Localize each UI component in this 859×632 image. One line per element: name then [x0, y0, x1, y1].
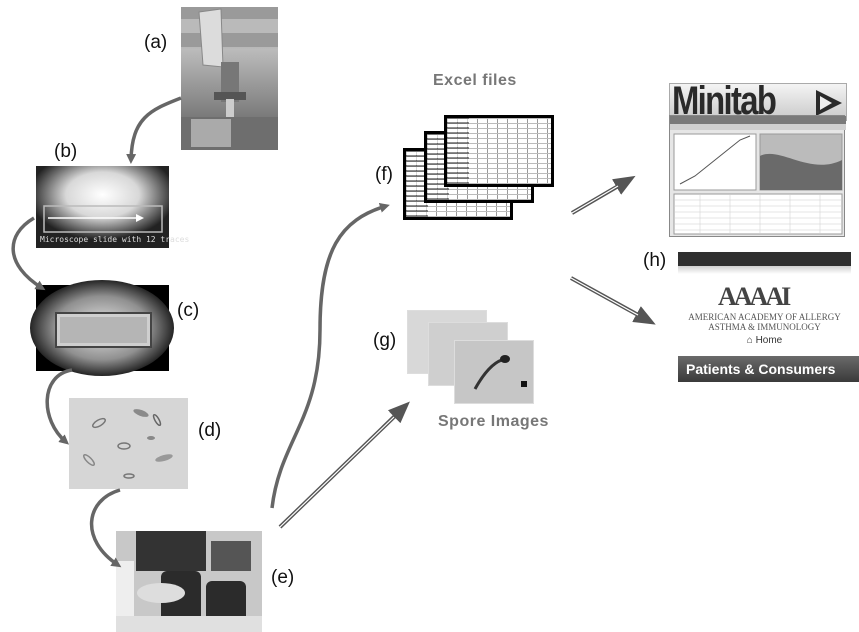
excel-files-caption: Excel files [433, 72, 517, 89]
web-subbar [678, 266, 851, 274]
microscopy-photo [69, 398, 188, 489]
home-link[interactable]: ⌂ Home [678, 335, 851, 346]
label-b: (b) [54, 141, 78, 162]
label-h: (h) [643, 250, 667, 271]
excel-sheet [444, 115, 554, 187]
arrow-c-to-d [45, 368, 73, 445]
patients-consumers-banner[interactable]: Patients & Consumers [678, 356, 859, 382]
scanner-photo [116, 531, 262, 632]
aaaai-name-line1: AMERICAN ACADEMY OF ALLERGY [688, 312, 841, 322]
slide-photo: Microscope slide with 12 traces [36, 166, 189, 248]
arrow-d-to-e [89, 488, 122, 568]
home-link-label: Home [755, 335, 783, 346]
aaaai-org-name: AMERICAN ACADEMY OF ALLERGY ASTHMA & IMM… [678, 312, 851, 332]
label-g: (g) [373, 330, 397, 351]
slide-caption: Microscope slide with 12 traces [40, 235, 190, 244]
arrow-e-to-f [270, 202, 390, 509]
aaaai-webpage: AAAAI AMERICAN ACADEMY OF ALLERGY ASTHMA… [678, 252, 859, 388]
spore-trap-photo [181, 7, 278, 150]
mounted-slide-photo [30, 280, 174, 376]
web-topbar [678, 252, 851, 266]
label-c: (c) [177, 300, 200, 321]
aaaai-name-line2: ASTHMA & IMMUNOLOGY [708, 322, 821, 332]
label-e: (e) [271, 567, 295, 588]
arrow-f-to-minitab [570, 175, 636, 215]
minitab-screenshot [669, 115, 846, 237]
home-icon: ⌂ [746, 335, 753, 346]
label-a: (a) [144, 32, 168, 53]
spore-image [454, 340, 534, 404]
arrow-a-to-b [126, 96, 182, 164]
spore-images-caption: Spore Images [438, 413, 549, 430]
label-d: (d) [198, 420, 222, 441]
label-f: (f) [375, 164, 393, 185]
aaaai-logo: AAAAI [718, 282, 791, 311]
arrow-b-to-c [11, 216, 46, 291]
arrow-e-to-g [278, 401, 410, 529]
arrow-f-to-aaaai [570, 276, 656, 325]
